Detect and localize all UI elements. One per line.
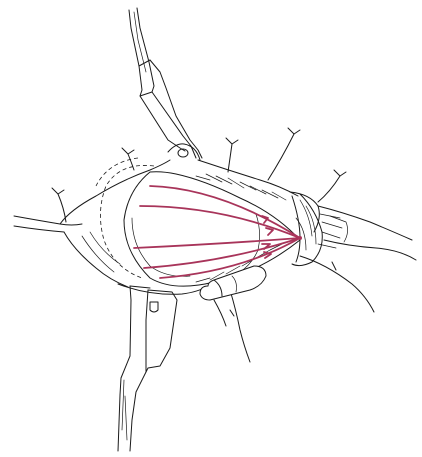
lower-retractor <box>118 286 177 451</box>
posterior-mid-upper-line <box>140 206 300 238</box>
tissue-outline <box>14 160 416 362</box>
exposed-cavity <box>82 158 300 286</box>
upper-retractor <box>129 8 202 160</box>
converging-lines <box>134 186 302 278</box>
middle-line <box>134 238 300 248</box>
apex-tissue <box>292 194 348 266</box>
convergence-point <box>298 236 302 240</box>
